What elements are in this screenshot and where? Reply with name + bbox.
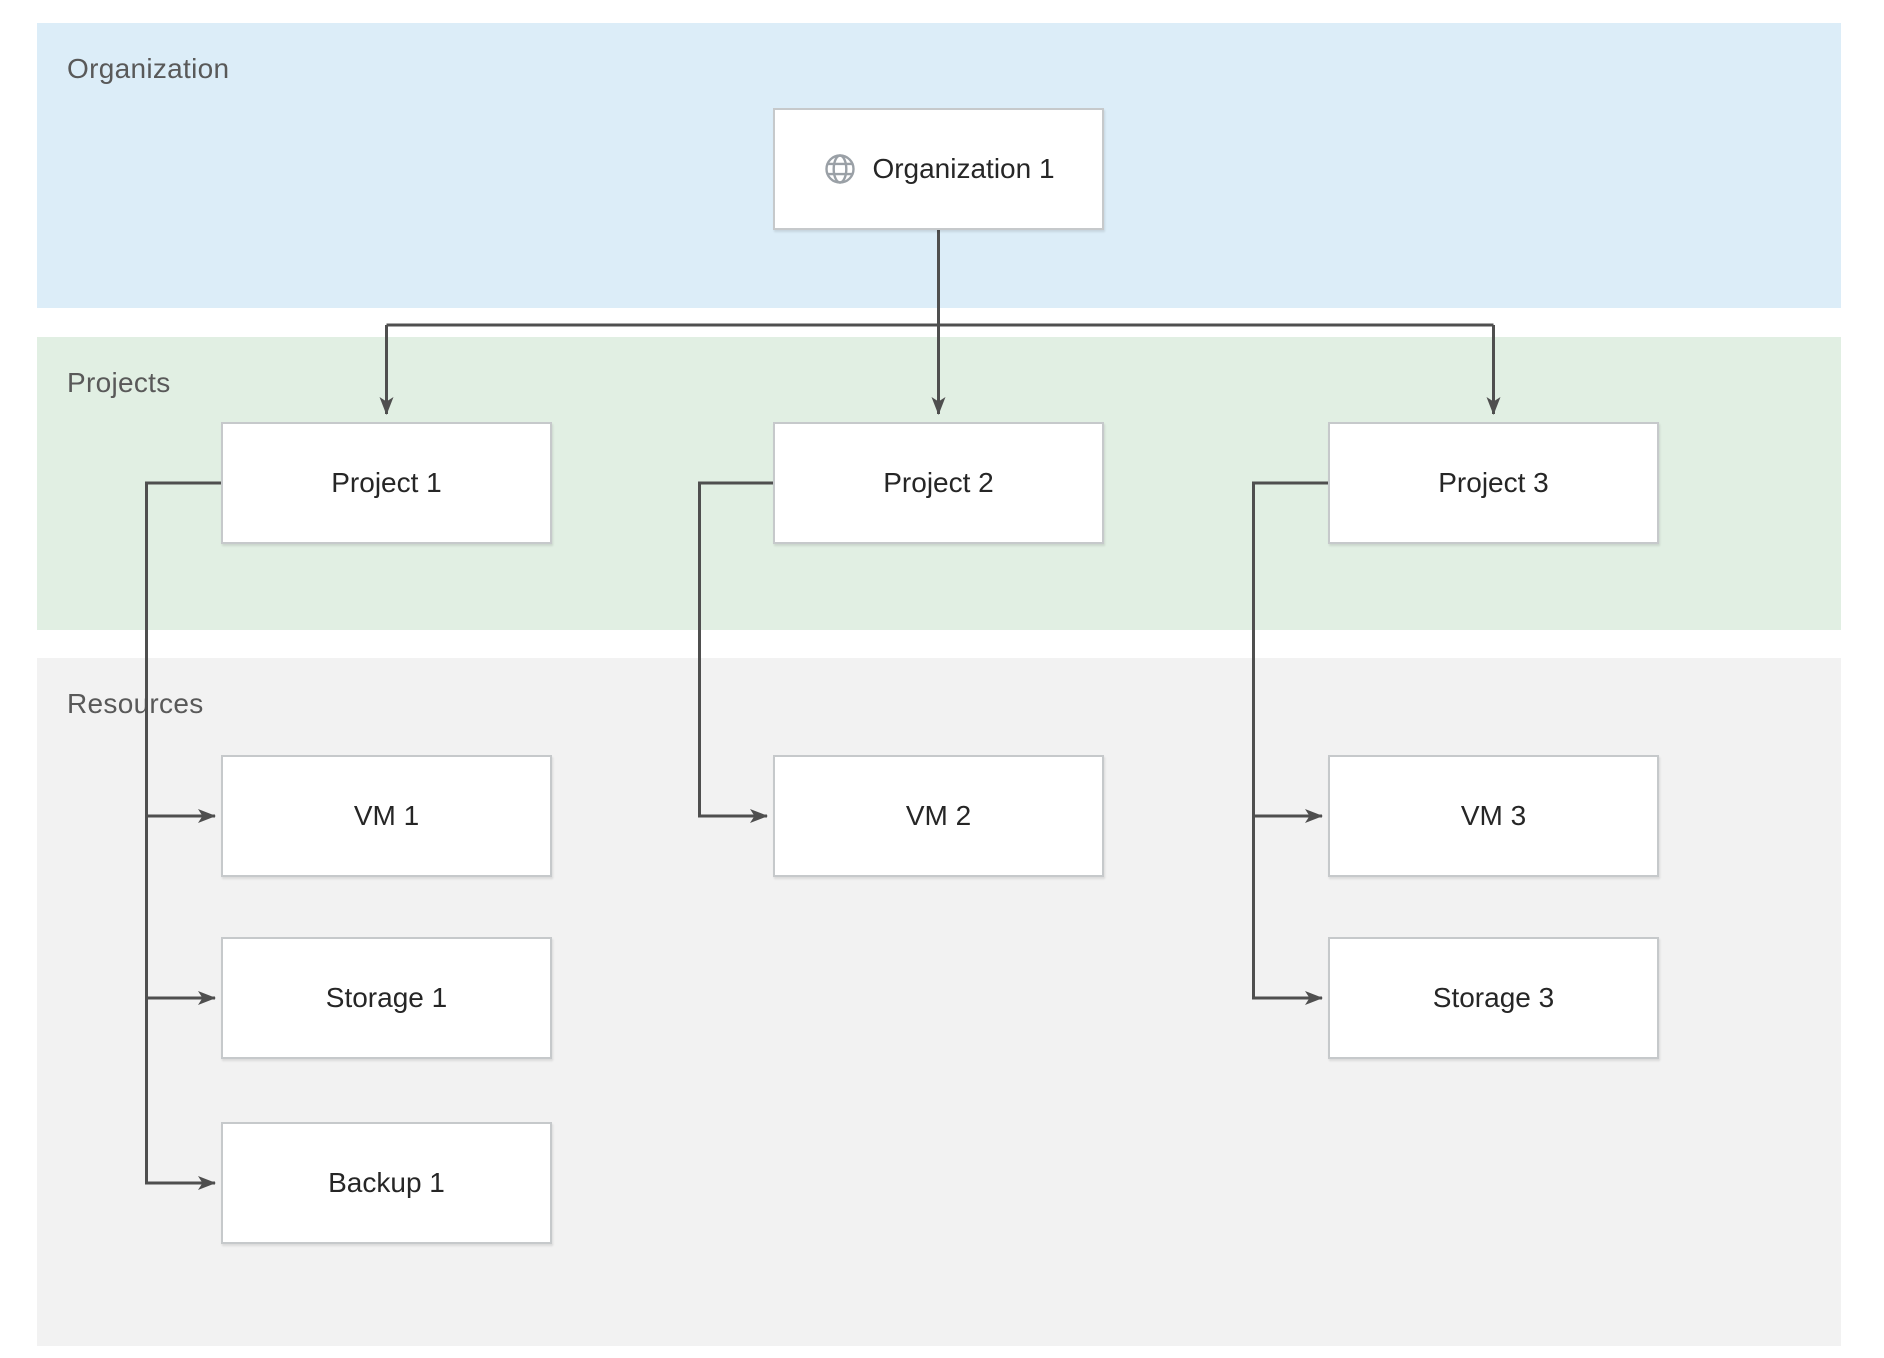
node-label: Storage 1: [325, 982, 448, 1013]
globe-icon: [825, 154, 856, 184]
node-label: VM 1: [353, 800, 420, 831]
node-project-3: Project 3: [1328, 422, 1659, 544]
node-label: Project 2: [883, 467, 994, 498]
projects-band-label: Projects: [67, 367, 171, 398]
node-vm-3: VM 3: [1328, 755, 1659, 877]
node-label: Project 3: [1438, 467, 1549, 498]
node-vm-2: VM 2: [773, 755, 1104, 877]
node-storage-1: Storage 1: [221, 937, 552, 1059]
node-project-2: Project 2: [773, 422, 1104, 544]
node-label: Backup 1: [328, 1167, 445, 1198]
node-label: Organization 1: [872, 153, 1055, 184]
resources-band-label: Resources: [67, 688, 204, 719]
organization-band-label: Organization: [67, 53, 230, 84]
node-project-1: Project 1: [221, 422, 552, 544]
node-backup-1: Backup 1: [221, 1122, 552, 1244]
node-organization-1: Organization 1: [773, 108, 1104, 230]
node-label: VM 2: [905, 800, 972, 831]
node-label: VM 3: [1460, 800, 1527, 831]
node-storage-3: Storage 3: [1328, 937, 1659, 1059]
node-label: Storage 3: [1432, 982, 1555, 1013]
node-vm-1: VM 1: [221, 755, 552, 877]
node-label: Project 1: [331, 467, 442, 498]
